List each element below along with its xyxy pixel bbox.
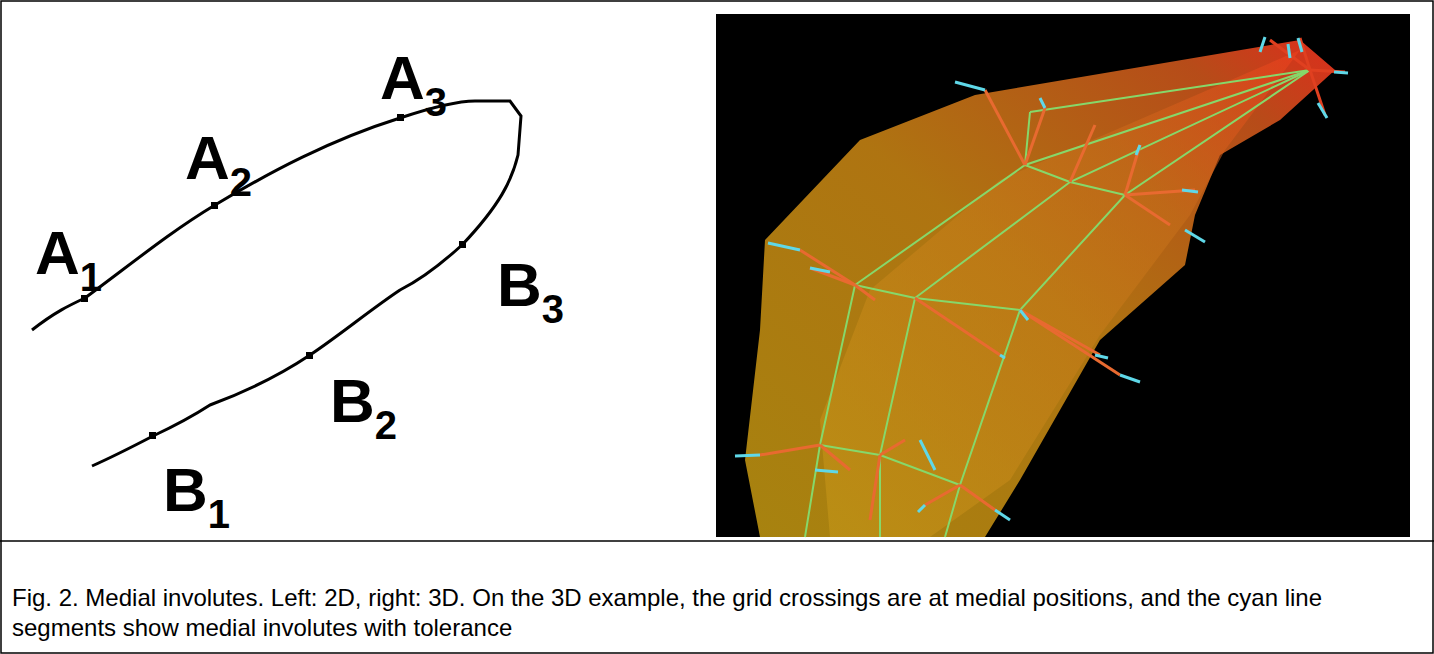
point-label: B3	[497, 254, 564, 364]
caption-rule	[0, 540, 1434, 542]
point-label: A1	[35, 222, 102, 332]
figure-caption: Fig. 2. Medial involutes. Left: 2D, righ…	[12, 583, 1422, 643]
medial-render-3d	[716, 14, 1410, 537]
point-label: A2	[185, 127, 252, 237]
point-label: B2	[330, 370, 397, 480]
point-label: A3	[380, 47, 447, 157]
point-label: B1	[163, 459, 230, 569]
medial-curve-2d	[32, 101, 521, 466]
